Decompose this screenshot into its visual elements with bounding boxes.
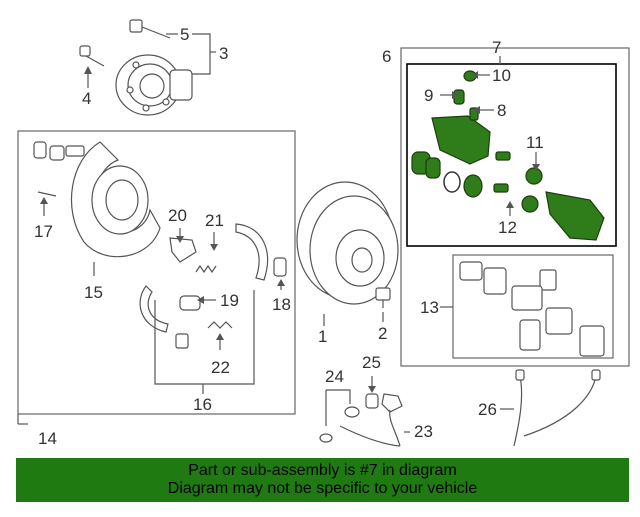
callout-10: 10 [492,66,511,85]
pin-18-drawing [273,257,287,277]
spring-22-drawing [207,321,233,329]
brake-pads-drawing [459,261,605,357]
sensor-cable-23-drawing [339,393,403,447]
callout-12: 12 [498,218,517,237]
callout-1: 1 [318,327,327,346]
callout-19: 19 [220,291,239,310]
callout-11: 11 [526,133,544,152]
hub-bolt-5-drawing [129,19,171,39]
callout-2: 2 [378,324,387,343]
info-banner: Part or sub-assembly is #7 in diagram Di… [16,458,629,502]
callout-21: 21 [205,211,224,230]
callout-23: 23 [414,422,433,441]
brake-shoe-lower-drawing [139,285,169,333]
callout-3: 3 [219,44,228,63]
hub-bearing-drawing [115,54,193,116]
bracket-3 [192,33,211,75]
sensor-25-drawing [365,393,379,409]
callout-7: 7 [492,38,501,57]
callout-14: 14 [38,429,57,448]
sensor-cable-26-drawing [513,369,601,447]
hub-bolt-4-drawing [79,45,105,67]
callout-20: 20 [168,206,187,225]
group-box-6 [400,47,630,367]
callout-13: 13 [420,298,439,317]
callout-22: 22 [211,358,230,377]
washer-24a-drawing [319,433,333,443]
group-box-7-highlight [406,63,617,247]
callout-5: 5 [180,25,189,44]
brake-rotor-drawing [296,181,399,305]
callout-24: 24 [325,367,344,386]
pin-19-drawing [179,295,201,311]
shoe-clip-drawing [175,333,189,349]
callout-16: 16 [193,395,212,414]
backing-plate-drawing [70,141,161,258]
brake-shoe-upper-drawing [235,223,269,281]
callout-18: 18 [272,295,291,314]
callout-4: 4 [82,89,91,108]
caliper-assembly-drawing [411,70,605,241]
callout-17: 17 [34,222,53,241]
banner-line-2: Diagram may not be specific to your vehi… [167,480,478,497]
callout-26: 26 [478,400,497,419]
group-box-14 [17,130,296,415]
screw-2-drawing [375,287,391,308]
banner-line-1: Part or sub-assembly is #7 in diagram [188,462,457,479]
callout-6: 6 [382,47,391,66]
arrow-4 [84,66,92,74]
bracket-24 [326,389,351,404]
callout-25: 25 [362,353,381,372]
callout-8: 8 [497,101,506,120]
bracket-16 [154,290,255,385]
small-parts-15-drawing [33,141,85,197]
spring-21-drawing [195,264,217,274]
callout-15: 15 [84,283,103,302]
adjuster-20-drawing [169,237,197,263]
washer-24b-drawing [344,406,360,418]
callout-9: 9 [424,86,433,105]
